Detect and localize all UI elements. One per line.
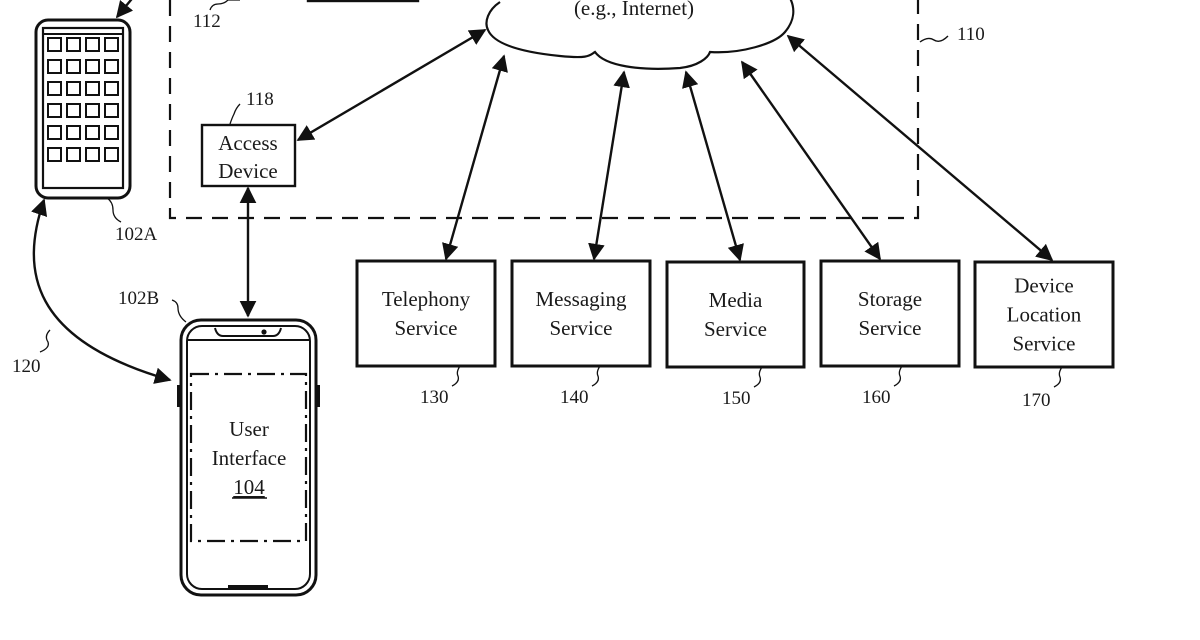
top-box-ref-leader [209,0,240,11]
app-icon [104,37,119,52]
arrow-access-cloud [296,28,487,142]
service-ref: 140 [560,387,589,408]
app-icon [104,81,119,96]
service-label-line: Telephony [382,287,471,311]
top-box-partial [306,0,420,3]
camera-icon [261,329,267,335]
link-ref: 120 [12,356,41,377]
app-icon [66,125,81,140]
user-interface-region [189,372,308,543]
phone-ref-leader [171,299,187,323]
network-label: (e.g., Internet) [574,0,694,20]
user-interface-line1: User [229,417,269,441]
arrow-cloud-service [588,70,630,261]
app-icon [104,103,119,118]
app-icon [104,147,119,162]
service-label-line: Service [704,317,767,341]
link-ref-leader [39,329,51,353]
service-box [510,259,652,368]
app-icon [85,81,100,96]
app-icon [47,103,62,118]
app-icon [66,147,81,162]
service-box [973,260,1115,369]
app-icon [47,81,62,96]
app-icon [104,59,119,74]
service-ref: 150 [722,388,751,409]
service-label-line: Service [395,316,458,340]
services-group: TelephonyService130MessagingService140Me… [355,34,1115,411]
service-label-line: Messaging [536,287,627,311]
app-icon [66,59,81,74]
service-ref-leader [753,366,763,388]
service-ref-leader [893,365,903,387]
service-label-line: Device [1014,274,1073,298]
tablet-ref-leader [106,197,122,223]
app-icon [66,37,81,52]
environment-ref: 110 [957,24,985,45]
service-ref: 160 [862,387,891,408]
user-interface-ref: 104 [233,475,265,499]
app-icon [85,37,100,52]
arrow-cloud-service [682,70,744,262]
link-tablet-phone [31,198,172,384]
phone-device [177,318,320,597]
access-device-label-line1: Access [218,131,277,155]
service-box [665,260,806,369]
app-icon [47,147,62,162]
access-device-box [200,123,297,188]
app-icon [47,37,62,52]
access-device-label-line2: Device [218,159,277,183]
tablet-device [34,18,132,200]
service-ref: 130 [420,387,449,408]
service-ref-leader [451,365,461,387]
access-device-ref: 118 [246,89,274,110]
app-icon [47,59,62,74]
service-label-line: Service [1013,332,1076,356]
app-icon [66,81,81,96]
app-icon [85,59,100,74]
app-icon [104,125,119,140]
service-ref: 170 [1022,390,1051,411]
app-icon [85,147,100,162]
app-icon [85,103,100,118]
app-icon [85,125,100,140]
arrow-cloud-service [442,54,508,261]
tablet-ref: 102A [115,224,158,245]
arrow-cloud-service [741,60,881,261]
arrow-cloud-service [786,34,1054,262]
app-icon-grid [47,37,119,162]
app-icon [47,125,62,140]
service-label-line: Storage [858,287,922,311]
service-ref-leader [591,365,601,387]
service-box [355,259,497,368]
network-cloud [485,0,795,70]
service-ref-leader [1053,366,1063,388]
app-icon [66,103,81,118]
environment-ref-leader [919,35,949,43]
service-label-line: Location [1007,303,1082,327]
phone-ref: 102B [118,288,159,309]
arrow-to-tablet [115,0,134,19]
service-label-line: Media [709,288,763,312]
service-box [819,259,961,368]
service-label-line: Service [550,316,613,340]
access-device-ref-leader [229,103,241,125]
service-label-line: Service [859,316,922,340]
user-interface-line2: Interface [212,446,287,470]
top-box-ref: 112 [193,11,221,32]
